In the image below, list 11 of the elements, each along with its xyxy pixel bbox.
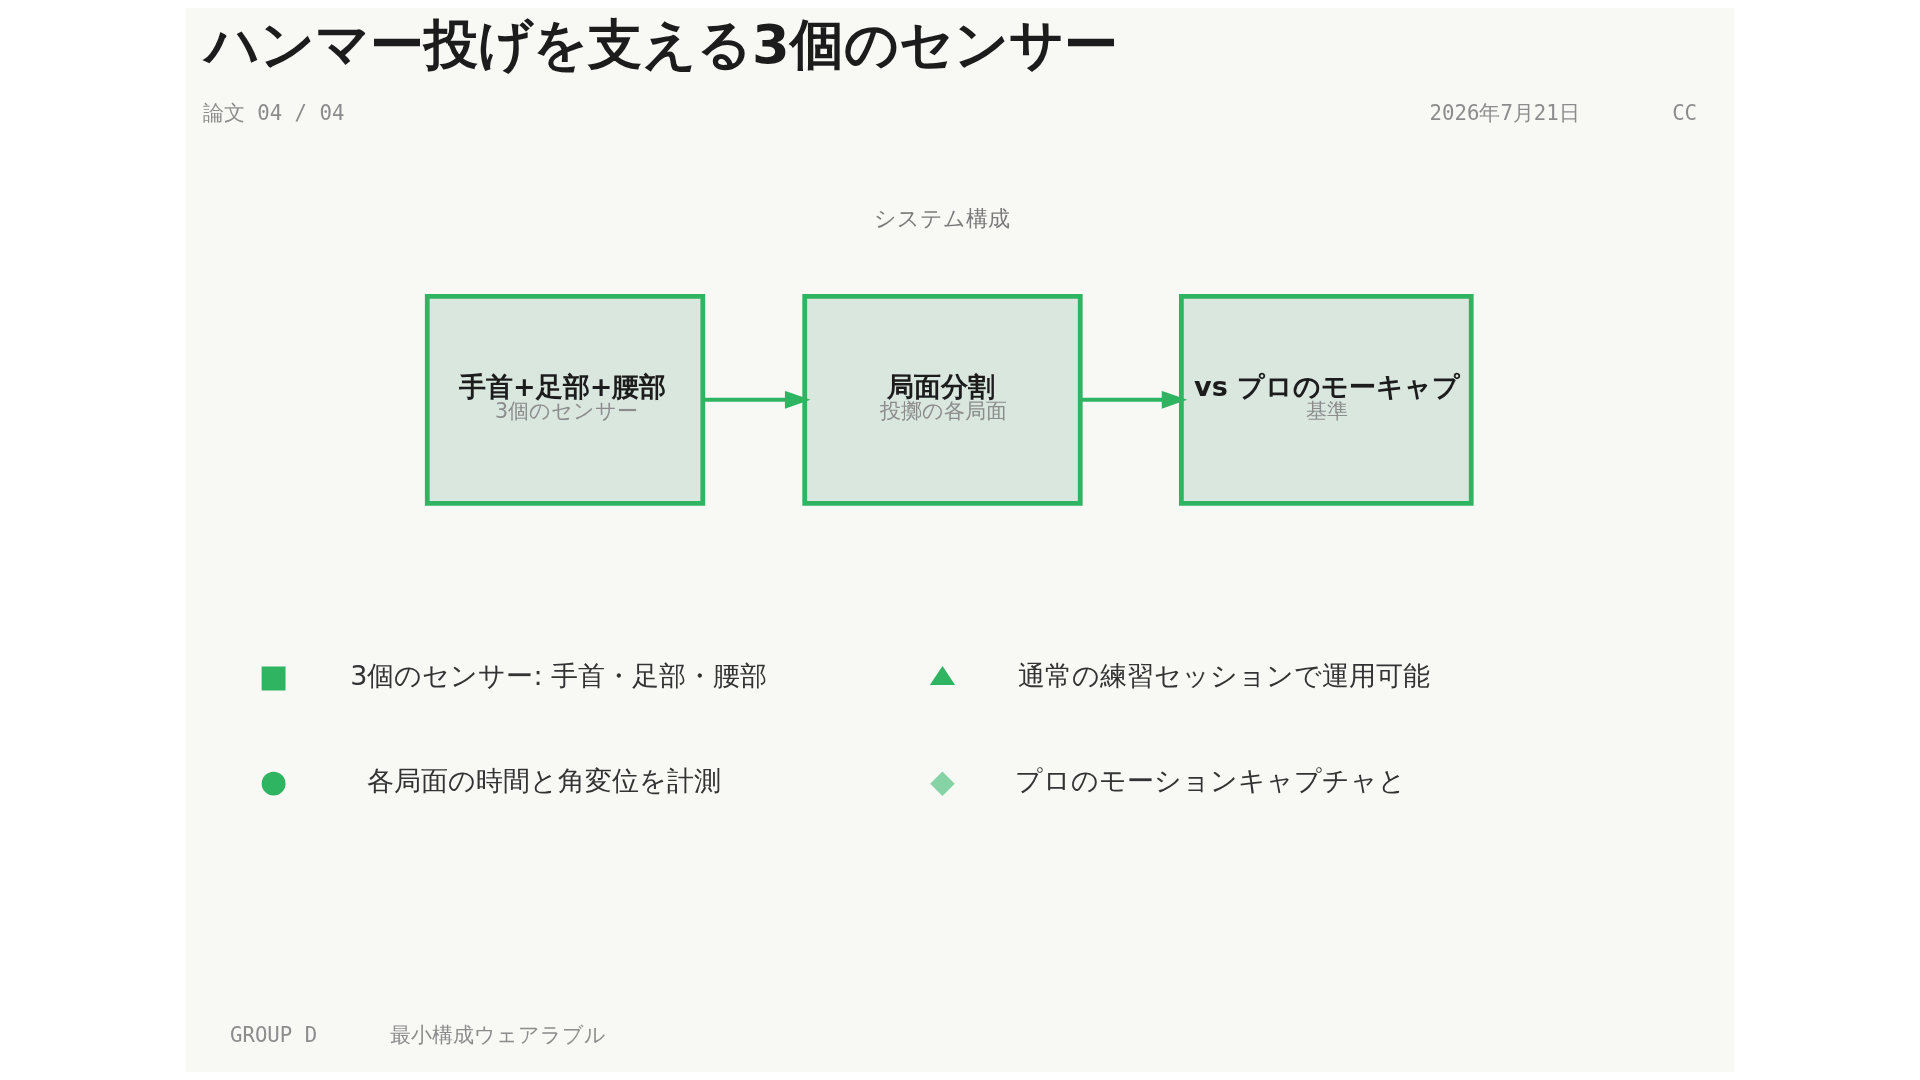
label: 論文 04 / 04 xyxy=(202,101,345,126)
label: 各局面の時間と角変位を計測 xyxy=(367,765,722,797)
label: システム構成 xyxy=(874,204,1011,231)
label: プロのモーションキャプチャと xyxy=(1014,765,1406,797)
label: 3個のセンサー: 手首・足部・腰部 xyxy=(350,660,768,692)
label: 通常の練習セッションで運用可能 xyxy=(1018,660,1431,692)
diagram-title: ハンマー投げを支える3個のセンサー xyxy=(205,12,1118,76)
label: GROUP D xyxy=(230,1023,318,1048)
label: 2026年7月21日 xyxy=(1429,101,1580,126)
label: CC xyxy=(1672,101,1698,126)
label: 最小構成ウェアラブル xyxy=(390,1023,607,1048)
